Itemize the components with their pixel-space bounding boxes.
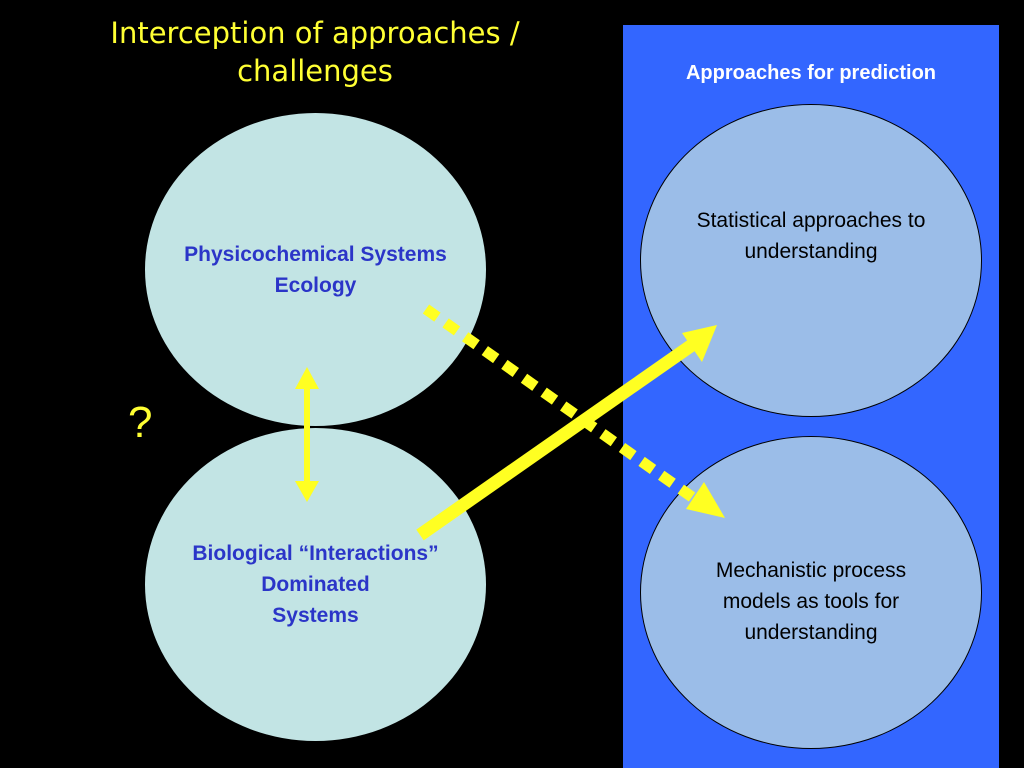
statistical-label: Statistical approaches to understanding xyxy=(696,208,926,263)
double-arrow xyxy=(295,367,319,502)
biological-circle: Biological “Interactions” Dominated Syst… xyxy=(145,428,486,741)
question-mark: ? xyxy=(128,398,153,447)
solid-arrow-head xyxy=(682,325,717,362)
mechanistic-label: Mechanistic process models as tools for … xyxy=(715,559,907,644)
physicochemical-circle: Physicochemical Systems Ecology xyxy=(145,113,486,426)
physicochemical-label: Physicochemical Systems Ecology xyxy=(184,243,447,297)
solid-arrow xyxy=(416,325,717,541)
slide-title: Interception of approaches / challenges xyxy=(110,16,520,88)
panel-title: Approaches for prediction xyxy=(685,62,937,84)
double-arrow-head-down xyxy=(295,481,319,502)
mechanistic-circle: Mechanistic process models as tools for … xyxy=(640,436,982,749)
biological-label: Biological “Interactions” Dominated Syst… xyxy=(192,542,439,627)
dotted-arrow xyxy=(422,304,725,518)
dotted-arrow-head xyxy=(686,482,725,518)
dotted-arrow-shaft xyxy=(422,304,696,502)
double-arrow-head-up xyxy=(295,367,319,389)
statistical-circle: Statistical approaches to understanding xyxy=(640,104,982,417)
solid-arrow-shaft xyxy=(416,339,696,541)
